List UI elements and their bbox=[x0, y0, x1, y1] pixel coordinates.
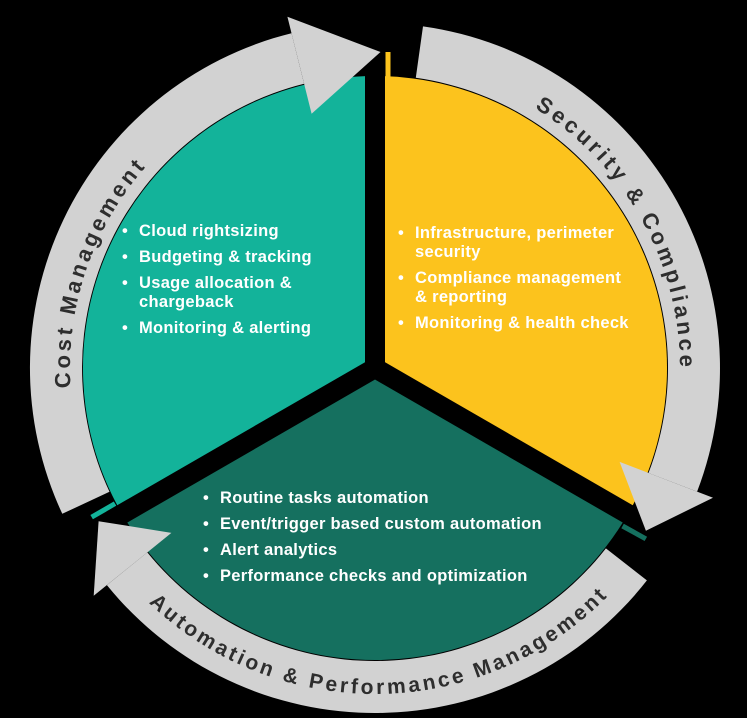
list-item: Cloud rightsizing bbox=[122, 222, 327, 241]
list-item: Monitoring & health check bbox=[398, 314, 643, 333]
security-items-list: Infrastructure, perimeter security Compl… bbox=[398, 224, 643, 340]
security-wedge-edge-sliver bbox=[385, 52, 391, 77]
list-item: Alert analytics bbox=[203, 541, 603, 560]
automation-ring-arc bbox=[106, 548, 647, 714]
cost-wedge-edge-sliver bbox=[90, 501, 117, 520]
automation-items-list: Routine tasks automation Event/trigger b… bbox=[203, 489, 603, 593]
list-item: Usage allocation & chargeback bbox=[122, 274, 327, 312]
list-item: Monitoring & alerting bbox=[122, 319, 327, 338]
security-ring-arc bbox=[415, 26, 720, 492]
list-item: Budgeting & tracking bbox=[122, 248, 327, 267]
clockwise-arrow-right-icon bbox=[619, 461, 713, 531]
list-item: Compliance management & reporting bbox=[398, 269, 643, 307]
list-item: Performance checks and optimization bbox=[203, 567, 603, 586]
automation-wedge-edge-sliver bbox=[621, 523, 648, 541]
cost-ring-arc bbox=[29, 33, 305, 514]
clockwise-arrow-top-icon bbox=[287, 16, 381, 114]
clockwise-arrow-left-icon bbox=[93, 521, 172, 596]
list-item: Event/trigger based custom automation bbox=[203, 515, 603, 534]
list-item: Routine tasks automation bbox=[203, 489, 603, 508]
cost-items-list: Cloud rightsizing Budgeting & tracking U… bbox=[122, 222, 327, 345]
list-item: Infrastructure, perimeter security bbox=[398, 224, 643, 262]
segment-divider-left bbox=[106, 359, 380, 529]
